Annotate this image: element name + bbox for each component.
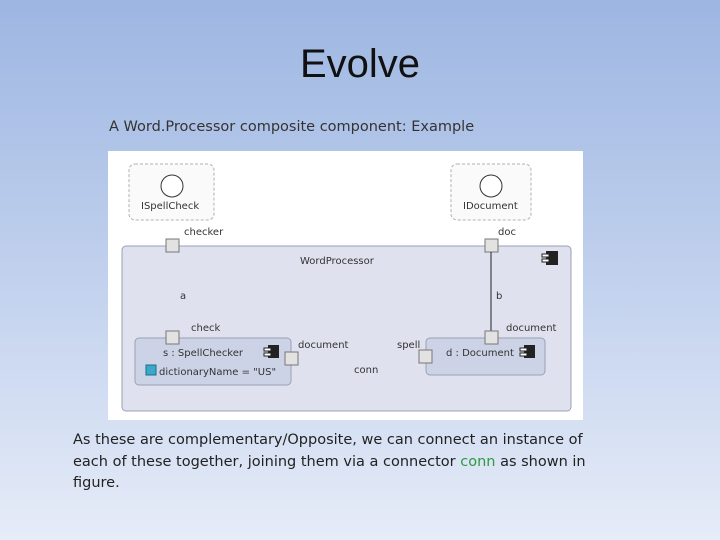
link-b-label: b xyxy=(496,291,502,302)
body-text: As these are complementary/Opposite, we … xyxy=(73,430,603,495)
doc-port-label: doc xyxy=(498,227,516,238)
document-left-port[interactable] xyxy=(284,351,299,366)
body-line-2-start: each of these together, joining them via… xyxy=(73,453,461,470)
checker-port-label: checker xyxy=(184,227,224,238)
dictionary-attribute: dictionaryName = "US" xyxy=(159,367,276,378)
ispellcheck-label: ISpellCheck xyxy=(141,201,199,212)
wordprocessor-container xyxy=(121,245,572,412)
check-port-label: check xyxy=(191,323,220,334)
wordprocessor-component-icon xyxy=(541,251,558,265)
document-right-port-label: document xyxy=(506,323,557,334)
slide-title: Evolve xyxy=(299,42,421,86)
spell-port-label: spell xyxy=(397,340,420,351)
spellchecker-part-label: s : SpellChecker xyxy=(163,348,244,359)
idocument-label: IDocument xyxy=(463,201,518,212)
document-left-port-label: document xyxy=(298,340,349,351)
ispellcheck-lollipop-icon xyxy=(160,174,184,198)
document-right-port[interactable] xyxy=(484,330,499,345)
check-port[interactable] xyxy=(165,330,180,345)
body-line-3: figure. xyxy=(73,475,120,491)
spell-port[interactable] xyxy=(418,349,433,364)
conn-connector-label: conn xyxy=(354,365,378,376)
body-line-1: As these are complementary/Opposite, we … xyxy=(73,432,583,448)
wordprocessor-label: WordProcessor xyxy=(300,256,375,267)
checker-port[interactable] xyxy=(165,238,180,253)
document-part-label: d : Document xyxy=(446,348,514,359)
body-line-2-end: as shown in xyxy=(495,453,586,470)
diagram-caption: A Word.Processor composite component: Ex… xyxy=(109,119,475,135)
attribute-icon xyxy=(145,364,157,376)
link-a-label: a xyxy=(180,291,186,302)
conn-keyword: conn xyxy=(460,453,496,470)
idocument-lollipop-icon xyxy=(479,174,503,198)
diagram-panel: ISpellCheck IDocument checker doc WordPr… xyxy=(108,151,583,420)
doc-port[interactable] xyxy=(484,238,499,253)
document-component-icon xyxy=(519,345,535,358)
component-diagram: ISpellCheck IDocument checker doc WordPr… xyxy=(121,163,572,412)
body-line-2: each of these together, joining them via… xyxy=(73,452,603,474)
spellchecker-component-icon xyxy=(263,345,279,358)
